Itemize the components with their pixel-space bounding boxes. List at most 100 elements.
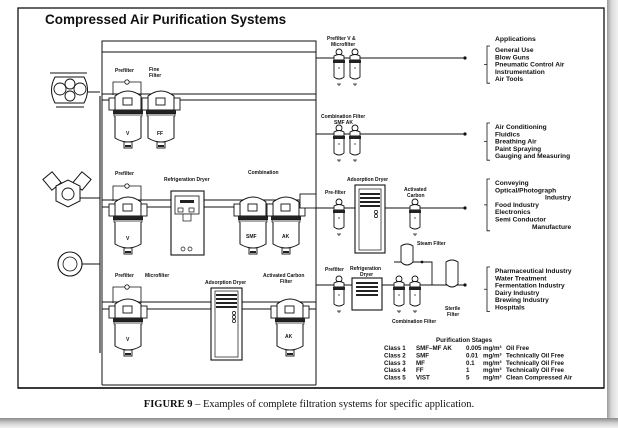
label-activated-carbon-row3: Activated Carbon	[263, 273, 304, 279]
stage-class: Class 1	[384, 345, 406, 352]
label-fine-filter-row1: Fine	[149, 67, 159, 73]
application-item: Food Industry	[495, 202, 539, 209]
application-item: Hospitals	[495, 305, 525, 312]
stage-unit: mg/m³	[483, 345, 502, 352]
application-item: Manufacture	[532, 224, 572, 231]
stage-unit: mg/m³	[483, 367, 502, 374]
caption-label: FIGURE 9	[143, 399, 193, 410]
label-smf-row2: SMF	[246, 234, 257, 240]
stage-value: 1	[466, 367, 470, 374]
stage-row: Class 5 VIST 5 mg/m³ Clean Compressed Air	[384, 375, 573, 382]
label-branch1-a: Prefilter V &	[327, 36, 356, 42]
page-shadow-bottom	[0, 418, 618, 428]
refrigeration-dryer-row2	[170, 190, 205, 256]
branch-conveying: Pre-filter Adsorption Dryer Activated Ca…	[299, 177, 467, 254]
application-bracket	[484, 266, 490, 312]
figure-caption: FIGURE 9 – Examples of complete filtrati…	[0, 399, 618, 410]
stage-value: 5	[466, 375, 470, 382]
label-v-row1: V	[126, 131, 130, 137]
label-ff-row1: FF	[157, 131, 163, 137]
figure-title: Compressed Air Purification Systems	[45, 12, 286, 27]
application-item: Semi Conductor	[495, 217, 546, 224]
label-v-row2: V	[126, 236, 130, 242]
label-branch4-dryer-a: Refrigeration	[350, 266, 381, 272]
stage-filters: FF	[416, 367, 424, 374]
label-branch3-dryer: Adsorption Dryer	[347, 177, 388, 183]
label-sterile-filter-b: Filter	[447, 312, 459, 318]
label-refrigeration-dryer-row2: Refrigeration Dryer	[164, 177, 210, 183]
application-item: Conveying	[495, 180, 529, 187]
branch-air-conditioning: Combination Filter SMF AK	[316, 114, 467, 163]
caption-text: – Examples of complete filtration system…	[192, 399, 475, 410]
purification-stages-heading: Purification Stages	[436, 337, 493, 344]
stage-value: 0.1	[466, 360, 475, 367]
prefilter-v-row2	[108, 196, 148, 255]
label-branch4-dryer-b: Dryer	[360, 272, 373, 278]
application-item: Water Treatment	[495, 275, 547, 282]
stage-unit: mg/m³	[483, 360, 502, 367]
screw-compressor-icon	[50, 72, 100, 108]
stage-class: Class 4	[384, 367, 406, 374]
application-bracket	[484, 45, 490, 84]
label-branch4-combination: Combination Filter	[392, 319, 436, 325]
stage-class: Class 3	[384, 360, 406, 367]
label-fine-filter-row1-b: Filter	[149, 73, 161, 79]
applications-heading: Applications	[495, 36, 536, 43]
branch-general-use: Prefilter V & Microfilter	[316, 36, 467, 87]
stage-filters: SMF–MF AK	[416, 345, 452, 352]
label-sterile-filter-a: Sterile	[445, 306, 461, 312]
label-branch3-carbon-b: Carbon	[407, 193, 425, 199]
stage-value: 0.01	[466, 352, 479, 359]
label-ak-row2: AK	[282, 234, 290, 240]
label-branch2-b: SMF AK	[334, 120, 353, 126]
application-bracket	[484, 122, 490, 161]
label-v-row3: V	[126, 337, 130, 343]
application-item: Industry	[545, 195, 571, 202]
stage-class: Class 2	[384, 352, 406, 359]
label-activated-carbon-row3-b: Filter	[280, 279, 292, 285]
application-item: Dairy Industry	[495, 290, 540, 297]
application-item: Fermentation Industry	[495, 283, 565, 290]
fine-filter-ff-row1	[141, 90, 181, 149]
manifold-top	[101, 40, 317, 53]
stage-filters: SMF	[416, 352, 429, 359]
prefilter-v-row3	[108, 298, 148, 357]
prefilter-v-row1	[108, 90, 148, 149]
stage-filters: VIST	[416, 375, 430, 382]
label-ak-row3: AK	[285, 334, 293, 340]
application-item: Air Conditioning	[495, 124, 547, 131]
application-item: Brewing Industry	[495, 297, 549, 304]
application-item: Electronics	[495, 209, 531, 216]
stage-result: Clean Compressed Air	[506, 375, 573, 382]
stage-result: Oil Free	[506, 345, 530, 352]
application-item: Fluidics	[495, 131, 520, 138]
label-branch2-a: Combination Filter	[321, 114, 365, 120]
application-item: Blow Guns	[495, 54, 530, 61]
label-prefilter-row3: Prefilter	[115, 273, 134, 279]
stage-filters: MF	[416, 360, 425, 367]
branch-pharmaceutical: Prefilter Refrigeration Dryer Combinatio…	[316, 241, 467, 325]
label-microfilter-row3: Microfilter	[145, 273, 169, 279]
application-item: Pneumatic Control Air	[495, 62, 565, 69]
label-adsorption-dryer-row3: Adsorption Dryer	[205, 280, 246, 286]
application-item: Paint Spraying	[495, 146, 541, 153]
combination-filter-ak-row2	[266, 196, 306, 255]
stage-result: Technically Oil Free	[506, 360, 565, 367]
stage-unit: mg/m³	[483, 375, 502, 382]
stage-class: Class 5	[384, 375, 406, 382]
label-branch4-prefilter: Prefilter	[325, 267, 344, 273]
stage-unit: mg/m³	[483, 352, 502, 359]
combination-filter-smf-row2	[233, 196, 273, 255]
application-item: Breathing Air	[495, 139, 537, 146]
label-prefilter-row1: Prefilter	[115, 68, 134, 74]
application-item: Air Tools	[495, 76, 523, 83]
reciprocating-compressor-icon	[42, 171, 100, 208]
label-branch3-carbon-a: Activated	[404, 187, 427, 193]
adsorption-dryer-row3	[210, 287, 243, 361]
label-prefilter-row2: Prefilter	[115, 171, 134, 177]
